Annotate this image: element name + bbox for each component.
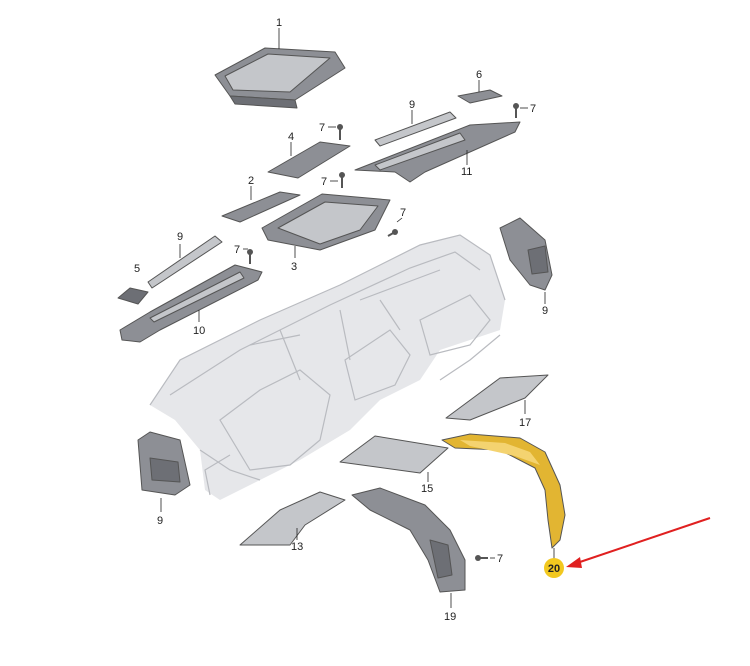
callout-9: 9: [409, 99, 415, 111]
callout-15: 15: [421, 483, 433, 495]
part-9-vent-right: [499, 217, 553, 304]
part-15-pad: [339, 435, 449, 482]
dashboard-frame: [149, 234, 506, 500]
callout-7: 7: [530, 103, 536, 115]
callout-7: 7: [234, 244, 240, 256]
callout-3: 3: [291, 261, 297, 273]
part-9-trim-strip-upper: [374, 110, 457, 147]
part-20-highlighted-trim: [441, 433, 566, 560]
part-9-vent-left: [137, 431, 191, 512]
callout-19: 19: [444, 611, 456, 623]
pointer-arrow-icon: [566, 517, 711, 568]
part-6-clip: [457, 80, 503, 104]
callout-7: 7: [400, 207, 406, 219]
callout-10: 10: [193, 325, 205, 337]
callout-4: 4: [288, 131, 294, 143]
part-9-trim-strip-mid: [147, 235, 223, 289]
callout-13: 13: [291, 541, 303, 553]
callout-9: 9: [542, 305, 548, 317]
part-5-grille: [117, 287, 149, 305]
callout-7: 7: [497, 553, 503, 565]
callout-9: 9: [177, 231, 183, 243]
callout-20: 20: [548, 563, 560, 575]
part-3-tray: [261, 193, 391, 258]
part-19-cover: [351, 487, 466, 608]
callout-9: 9: [157, 515, 163, 527]
part-4-panel: [267, 141, 351, 179]
part-10-long-trim: [119, 264, 263, 343]
part-2-vent-strip: [221, 186, 301, 223]
callout-5: 5: [134, 263, 140, 275]
callout-2: 2: [248, 175, 254, 187]
callout-6: 6: [476, 69, 482, 81]
callout-17: 17: [519, 417, 531, 429]
callout-20-badge: 20: [544, 558, 564, 578]
part-13-pad: [239, 491, 346, 546]
callout-11: 11: [461, 166, 472, 178]
part-11-long-trim: [354, 121, 521, 183]
bolt-icon: [243, 103, 528, 561]
part-17-pad: [445, 374, 549, 421]
part-1-storage-compartment: [214, 28, 346, 109]
callout-1: 1: [276, 17, 282, 29]
callout-7: 7: [319, 122, 325, 134]
callout-7: 7: [321, 176, 327, 188]
